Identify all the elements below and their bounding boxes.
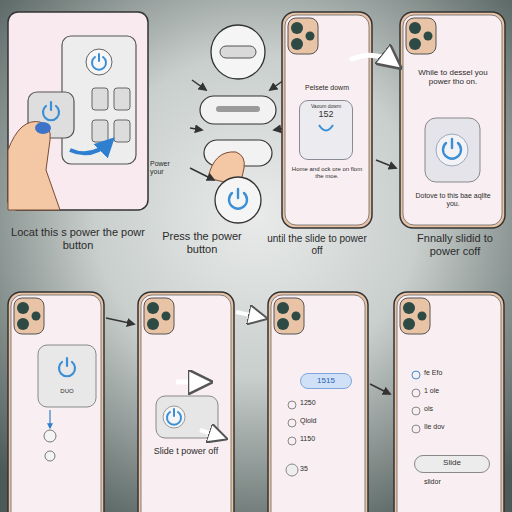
step-arrow xyxy=(370,384,390,394)
screen-text: DUO xyxy=(42,388,92,395)
screen-text: Qlold xyxy=(300,417,355,425)
screen-text: Ile dov xyxy=(424,423,494,431)
smile-curve xyxy=(319,125,333,131)
phone xyxy=(8,292,104,512)
screen-text: 35 xyxy=(300,465,340,473)
card-number: 152 xyxy=(305,109,347,120)
step-arrow xyxy=(106,318,134,324)
screen-text: Home and ock ore on flom the moe. xyxy=(290,166,364,180)
screen-text: 1250 xyxy=(300,399,355,407)
step-caption: Locat this s power the powr button xyxy=(8,226,148,251)
highlight-pill: 1515 xyxy=(300,373,352,389)
screen-text: Slide t power off xyxy=(144,446,228,456)
screen-text: ols xyxy=(424,405,494,413)
screen-text: While to dessel you power tho on. xyxy=(410,68,496,86)
step-arrow xyxy=(236,312,264,318)
screen-text: slidor xyxy=(424,478,494,486)
card-text: 1515 xyxy=(306,376,346,386)
step-arrow xyxy=(350,55,398,66)
phone xyxy=(400,12,505,228)
card-text: Vaoum dowm xyxy=(305,103,347,109)
screen-text: 1150 xyxy=(300,435,355,443)
smile-icon xyxy=(316,122,336,136)
step-caption: until the slide to power off xyxy=(262,233,372,256)
screen-text: Power your xyxy=(150,160,184,176)
screen-text: Dotove to this bae aqllte you. xyxy=(410,192,496,208)
phone xyxy=(282,12,372,228)
screen-text: Pelsete dowm xyxy=(290,84,364,92)
phone xyxy=(138,292,234,512)
step-caption: Press the power button xyxy=(150,230,254,255)
screen-text: 1 ole xyxy=(424,387,494,395)
step-arrow xyxy=(376,160,396,168)
power-slider: Slide xyxy=(414,455,490,473)
phone xyxy=(268,292,368,512)
card-text: Slide xyxy=(420,458,484,468)
step-caption: Fnnally slidid to power coff xyxy=(402,232,508,257)
screen-text: fe Efo xyxy=(424,369,494,377)
button-closeups xyxy=(190,25,286,223)
phone xyxy=(394,292,504,512)
screen-card: Vaoum dowm152 xyxy=(299,100,353,160)
remote-panel xyxy=(8,12,148,210)
